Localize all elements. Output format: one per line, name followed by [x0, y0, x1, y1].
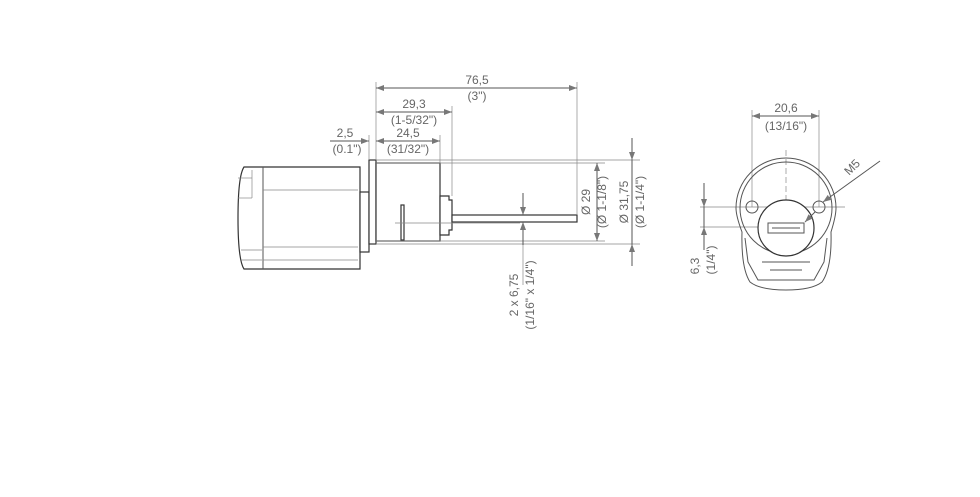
- cylinder-end: [439, 195, 453, 236]
- dim-diameter-inner: Ø 29 (Ø 1-1/8"): [579, 163, 609, 241]
- knob-body: [237, 166, 370, 270]
- dim-tailpiece: 2 x 6,75 (1/16" x 1/4"): [507, 193, 537, 330]
- dim-offset: 6,3 (1/4"): [688, 183, 718, 274]
- housing-outline: [735, 157, 837, 291]
- dim-label: 2 x 6,75: [507, 273, 521, 316]
- cam-bar: [400, 204, 405, 241]
- dim-overall-length: 76,5 (3"): [376, 73, 577, 103]
- dim-label: 2,5: [337, 126, 354, 140]
- dim-label: 24,5: [396, 126, 420, 140]
- dim-hole-spacing: 20,6 (13/16"): [752, 101, 819, 133]
- front-view: 20,6 (13/16") M5 6,3 (1/4"): [688, 101, 881, 291]
- dim-label-inch: (3"): [468, 89, 487, 103]
- dim-label-inch: (31/32"): [387, 142, 429, 156]
- tailpiece: [451, 214, 578, 223]
- dim-label-inch: (Ø 1-1/8"): [595, 176, 609, 228]
- dim-label-inch: (1/16" x 1/4"): [523, 260, 537, 329]
- flange: [368, 159, 377, 245]
- dim-label-inch: (1-5/32"): [391, 113, 437, 127]
- cylinder-body: [375, 162, 441, 242]
- side-view: 76,5 (3") 29,3 (1-5/32") 2,5 (0.1") 24,5…: [237, 73, 647, 330]
- dim-label: 76,5: [465, 73, 489, 87]
- dim-cylinder-length: 29,3 (1-5/32"): [376, 97, 452, 127]
- dim-label: 6,3: [688, 257, 702, 274]
- dim-label-inch: (1/4"): [704, 246, 718, 275]
- dim-label-inch: (0.1"): [333, 142, 362, 156]
- dim-label-inch: (Ø 1-1/4"): [633, 176, 647, 228]
- dim-body-length: 24,5 (31/32"): [376, 126, 440, 156]
- lower-housing: [744, 237, 828, 281]
- dim-label-inch: (13/16"): [765, 119, 807, 133]
- dim-label: M5: [841, 156, 863, 178]
- dim-diameter-outer: Ø 31,75 (Ø 1-1/4"): [617, 138, 647, 266]
- dim-label: Ø 29: [579, 189, 593, 215]
- dim-label: 20,6: [774, 101, 798, 115]
- screw-hole-left: [745, 200, 759, 214]
- dim-label: Ø 31,75: [617, 180, 631, 223]
- screw-hole-right: [812, 200, 826, 214]
- dim-label: 29,3: [402, 97, 426, 111]
- dim-flange: 2,5 (0.1"): [330, 126, 369, 156]
- keyway: [767, 222, 805, 234]
